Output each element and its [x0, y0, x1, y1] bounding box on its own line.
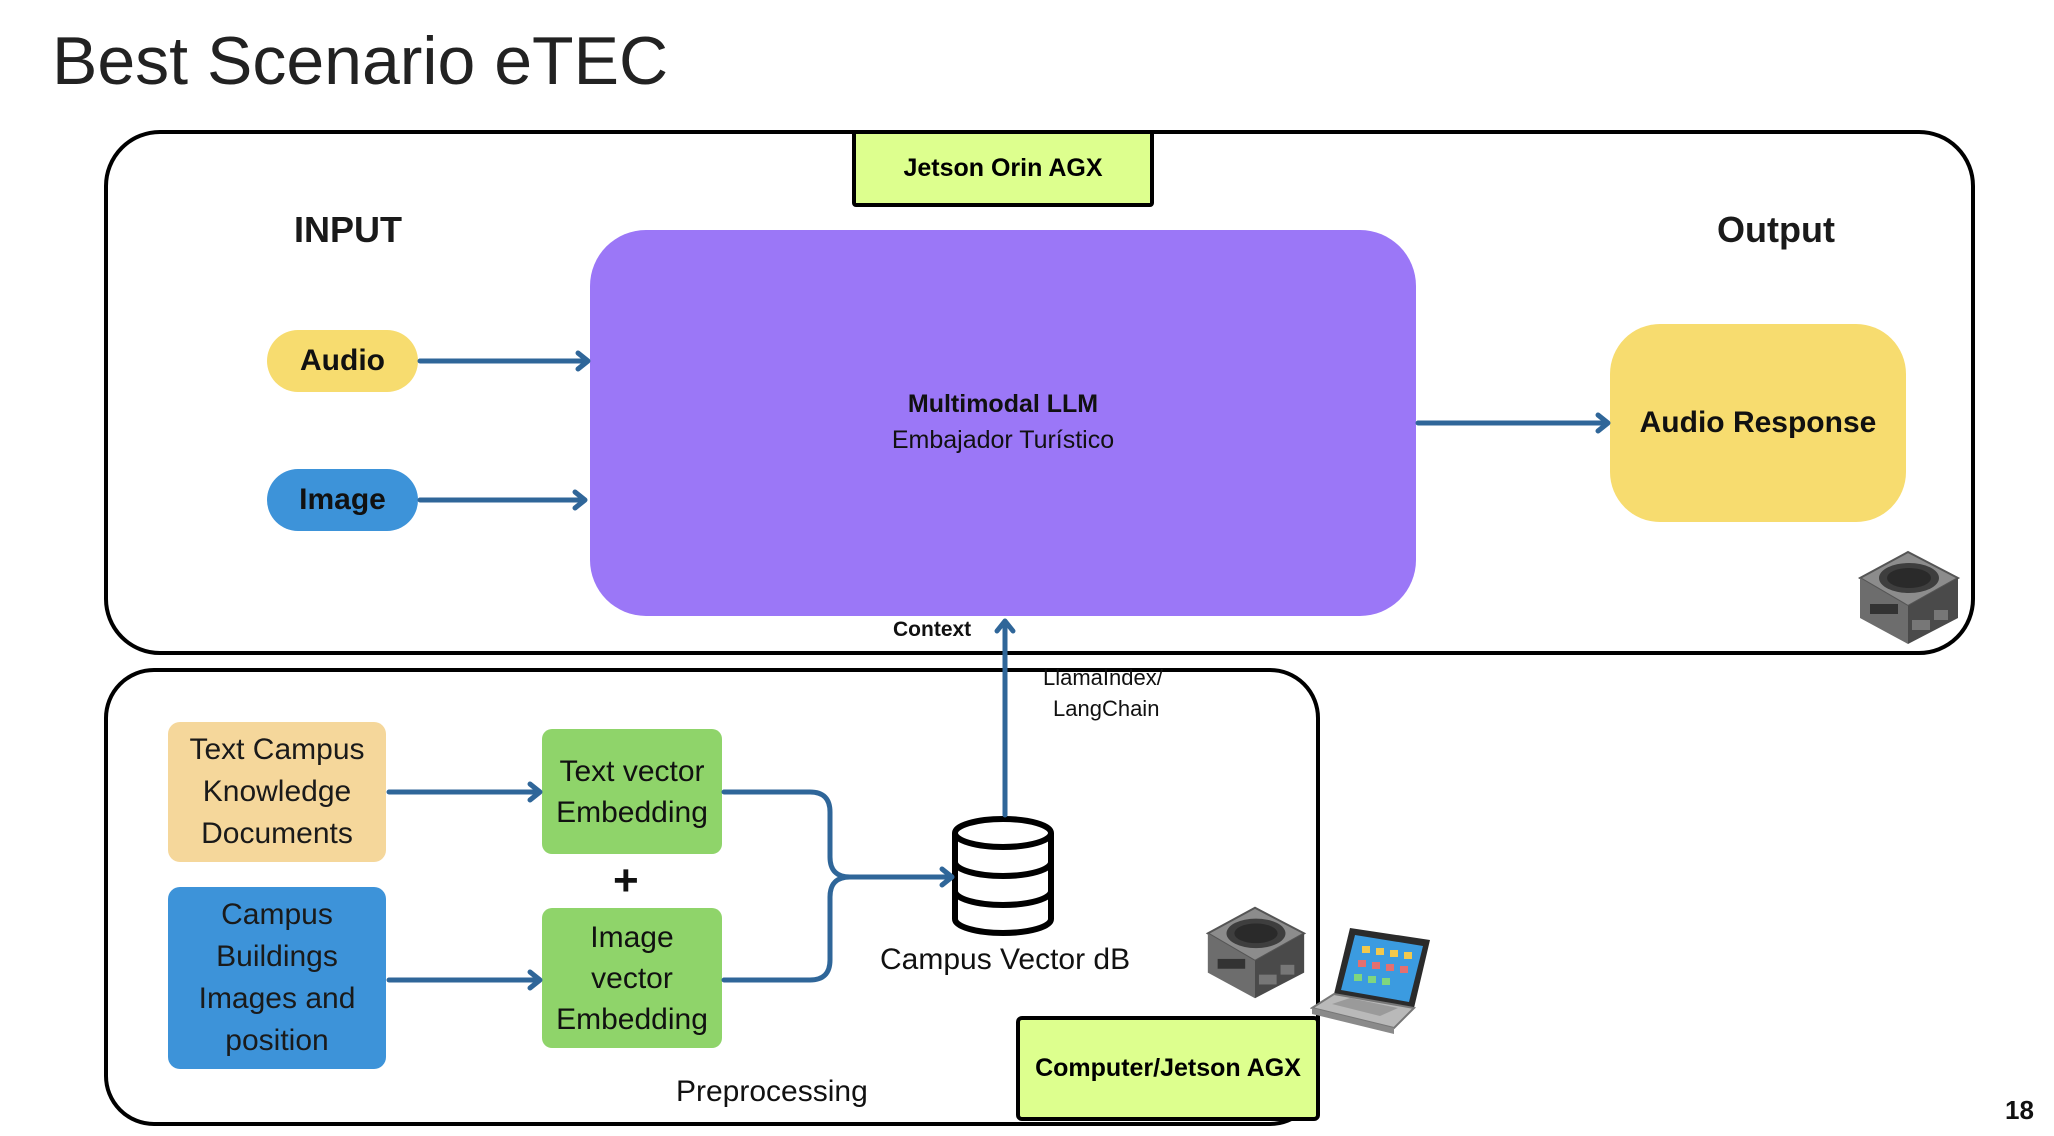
- slide-number: 18: [2005, 1095, 2034, 1125]
- jetson-device-icon: [1205, 906, 1307, 999]
- llm-subtitle: Embajador Turístico: [891, 426, 1115, 454]
- text-documents-source: Text Campus Knowledge Documents: [168, 722, 386, 862]
- llm-title: Multimodal LLM: [907, 390, 1099, 418]
- multimodal-llm-box: Multimodal LLM Embajador Turístico: [590, 230, 1416, 616]
- audio-input: Audio: [267, 330, 418, 392]
- laptop-icon: [1310, 928, 1430, 1034]
- text-embedding-box: Text vector Embedding: [542, 729, 722, 854]
- vector-db-label: Campus Vector dB: [880, 943, 1131, 976]
- preprocessing-label: Preprocessing: [676, 1075, 868, 1108]
- framework-label-line2: LangChain: [1053, 696, 1160, 721]
- image-input: Image: [267, 469, 418, 531]
- database-icon: [952, 816, 1054, 936]
- computer-jetson-label: Computer/Jetson AGX: [1016, 1016, 1320, 1121]
- context-label: Context: [893, 618, 972, 641]
- image-embedding-box: Image vector Embedding: [542, 908, 722, 1048]
- plus-sign: +: [613, 856, 639, 905]
- framework-label-line1: LlamaIndex/: [1043, 665, 1163, 690]
- campus-images-source: Campus Buildings Images and position: [168, 887, 386, 1069]
- input-heading: INPUT: [294, 209, 402, 250]
- jetson-device-icon: [1857, 550, 1961, 644]
- preprocessing-panel: [104, 668, 1320, 1126]
- audio-response-output: Audio Response: [1610, 324, 1906, 522]
- output-heading: Output: [1717, 209, 1835, 250]
- jetson-orin-label: Jetson Orin AGX: [852, 130, 1154, 207]
- slide-title: Best Scenario eTEC: [52, 23, 669, 99]
